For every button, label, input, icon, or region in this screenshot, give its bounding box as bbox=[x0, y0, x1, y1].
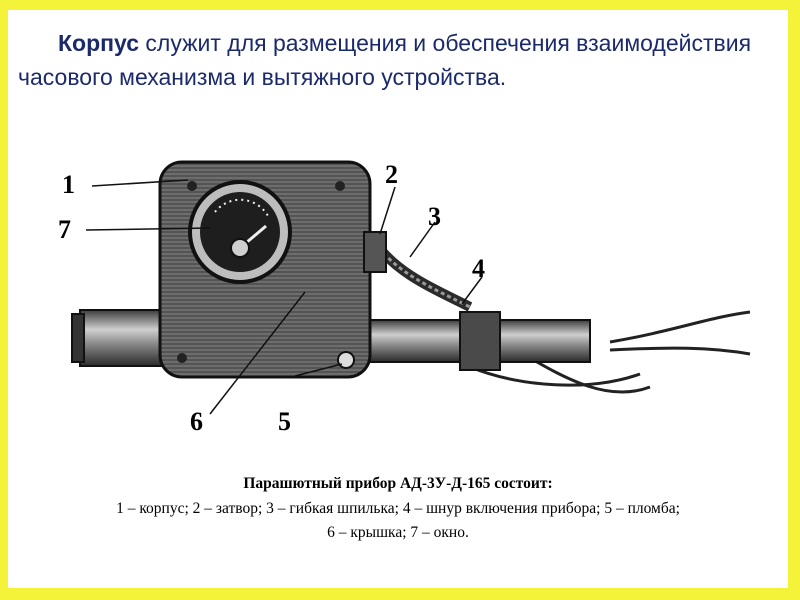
callout-4: 4 bbox=[472, 254, 485, 283]
callout-3: 3 bbox=[428, 202, 441, 231]
cables bbox=[469, 310, 751, 394]
content-frame: Корпус служит для размещения и обеспечен… bbox=[10, 12, 786, 586]
heading-text: Корпус служит для размещения и обеспечен… bbox=[18, 26, 786, 94]
caption-title: Парашютный прибор АД-3У-Д-165 состоит: bbox=[243, 475, 553, 492]
callout-5: 5 bbox=[278, 407, 291, 436]
callout-2: 2 bbox=[385, 160, 398, 189]
coupling-nut bbox=[459, 311, 501, 371]
device-illustration bbox=[71, 160, 751, 415]
callout-6: 6 bbox=[190, 407, 203, 436]
seal bbox=[337, 351, 355, 369]
shutter bbox=[363, 231, 387, 273]
heading-bold-term: Корпус bbox=[58, 30, 140, 56]
leader-lines bbox=[85, 179, 483, 415]
caption-line-1: 1 – корпус; 2 – затвор; 3 – гибкая шпиль… bbox=[116, 500, 680, 517]
callout-7: 7 bbox=[58, 215, 71, 244]
heading-rest: служит для размещения и обеспечения взаи… bbox=[18, 30, 752, 90]
flexible-pin bbox=[370, 239, 473, 312]
caption-line-2: 6 – крышка; 7 – окно. bbox=[327, 524, 469, 541]
callout-1: 1 bbox=[62, 170, 75, 199]
